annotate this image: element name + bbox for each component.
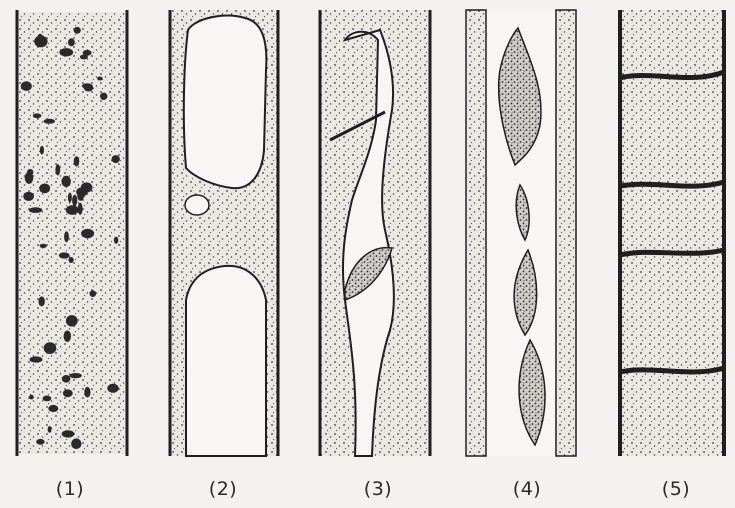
panel-label-1: (1)	[56, 478, 84, 500]
panel-1-inclusion	[69, 257, 74, 263]
panel-1-inclusion	[62, 430, 75, 437]
panel-1-inclusion	[39, 184, 50, 194]
panel-1-inclusion	[68, 38, 75, 46]
panel-1-inclusion	[66, 315, 78, 326]
panel-1-inclusion	[74, 27, 81, 34]
panel-1-inclusion	[81, 229, 94, 238]
panel-1-inclusion	[81, 182, 93, 192]
panel-1-inclusion	[40, 146, 44, 155]
panel-1-inclusion	[69, 373, 81, 378]
panel-1-inclusion	[38, 34, 43, 38]
panel-1-inclusion	[68, 193, 72, 203]
panel-1-inclusion	[90, 290, 97, 297]
panel-1-inclusion	[62, 375, 71, 383]
panel-1-inclusion	[48, 426, 52, 433]
panel-1-inclusion	[78, 203, 83, 215]
panel-label-3: (3)	[364, 478, 392, 500]
panel-3	[320, 10, 430, 456]
panel-1-inclusion	[84, 387, 90, 398]
panel-1-inclusion	[39, 296, 45, 306]
panel-1-inclusion	[112, 155, 120, 163]
panel-1	[17, 10, 127, 456]
panel-2-lower-cavity	[186, 266, 266, 456]
panel-1-inclusion	[33, 113, 42, 118]
panel-1-inclusion	[23, 192, 34, 201]
panel-1-inclusion	[114, 237, 118, 244]
panel-1-inclusion	[44, 119, 55, 124]
panel-1-inclusion	[44, 342, 57, 354]
panel-1-inclusion	[66, 205, 79, 215]
panel-label-4: (4)	[513, 478, 541, 500]
panel-1-inclusion	[107, 384, 118, 393]
panel-2	[170, 10, 278, 456]
panel-1-inclusion	[100, 93, 107, 100]
panel-1-inclusion	[74, 156, 80, 166]
panel-1-inclusion	[59, 252, 70, 258]
panel-1-inclusion	[48, 405, 58, 412]
panel-2-inclusion	[185, 195, 209, 215]
panel-1-inclusion	[43, 396, 52, 402]
panel-1-inclusion	[71, 438, 81, 449]
panel-1-inclusion	[64, 331, 71, 342]
panel-1-inclusion	[59, 48, 73, 56]
panel-2-upper-cavity	[184, 16, 267, 189]
panel-label-2: (2)	[209, 478, 237, 500]
panel-4	[466, 10, 578, 456]
panel-1-inclusion	[61, 176, 70, 187]
panel-label-5: (5)	[662, 478, 690, 500]
panel-1-inclusion	[97, 77, 103, 81]
panel-1-inclusion	[21, 81, 32, 91]
panel-1-inclusion	[63, 389, 73, 397]
panel-4-right-sheath	[556, 10, 576, 456]
panel-5-septum-3	[620, 250, 724, 255]
panel-1-inclusion	[72, 195, 77, 206]
panel-1-inclusion	[25, 172, 34, 184]
panel-1-inclusion	[29, 207, 43, 213]
panel-1-inclusion	[29, 395, 34, 400]
panel-1-inclusion	[40, 244, 47, 248]
panel-1-inclusion	[30, 356, 43, 362]
panel-5	[620, 10, 724, 456]
panel-1-inclusion	[64, 231, 69, 242]
panel-1-inclusion	[82, 83, 93, 88]
panel-1-inclusion	[80, 55, 88, 60]
panel-1-inclusion	[36, 439, 44, 445]
panel-1-inclusion	[55, 164, 60, 175]
panel-4-left-sheath	[466, 10, 486, 456]
